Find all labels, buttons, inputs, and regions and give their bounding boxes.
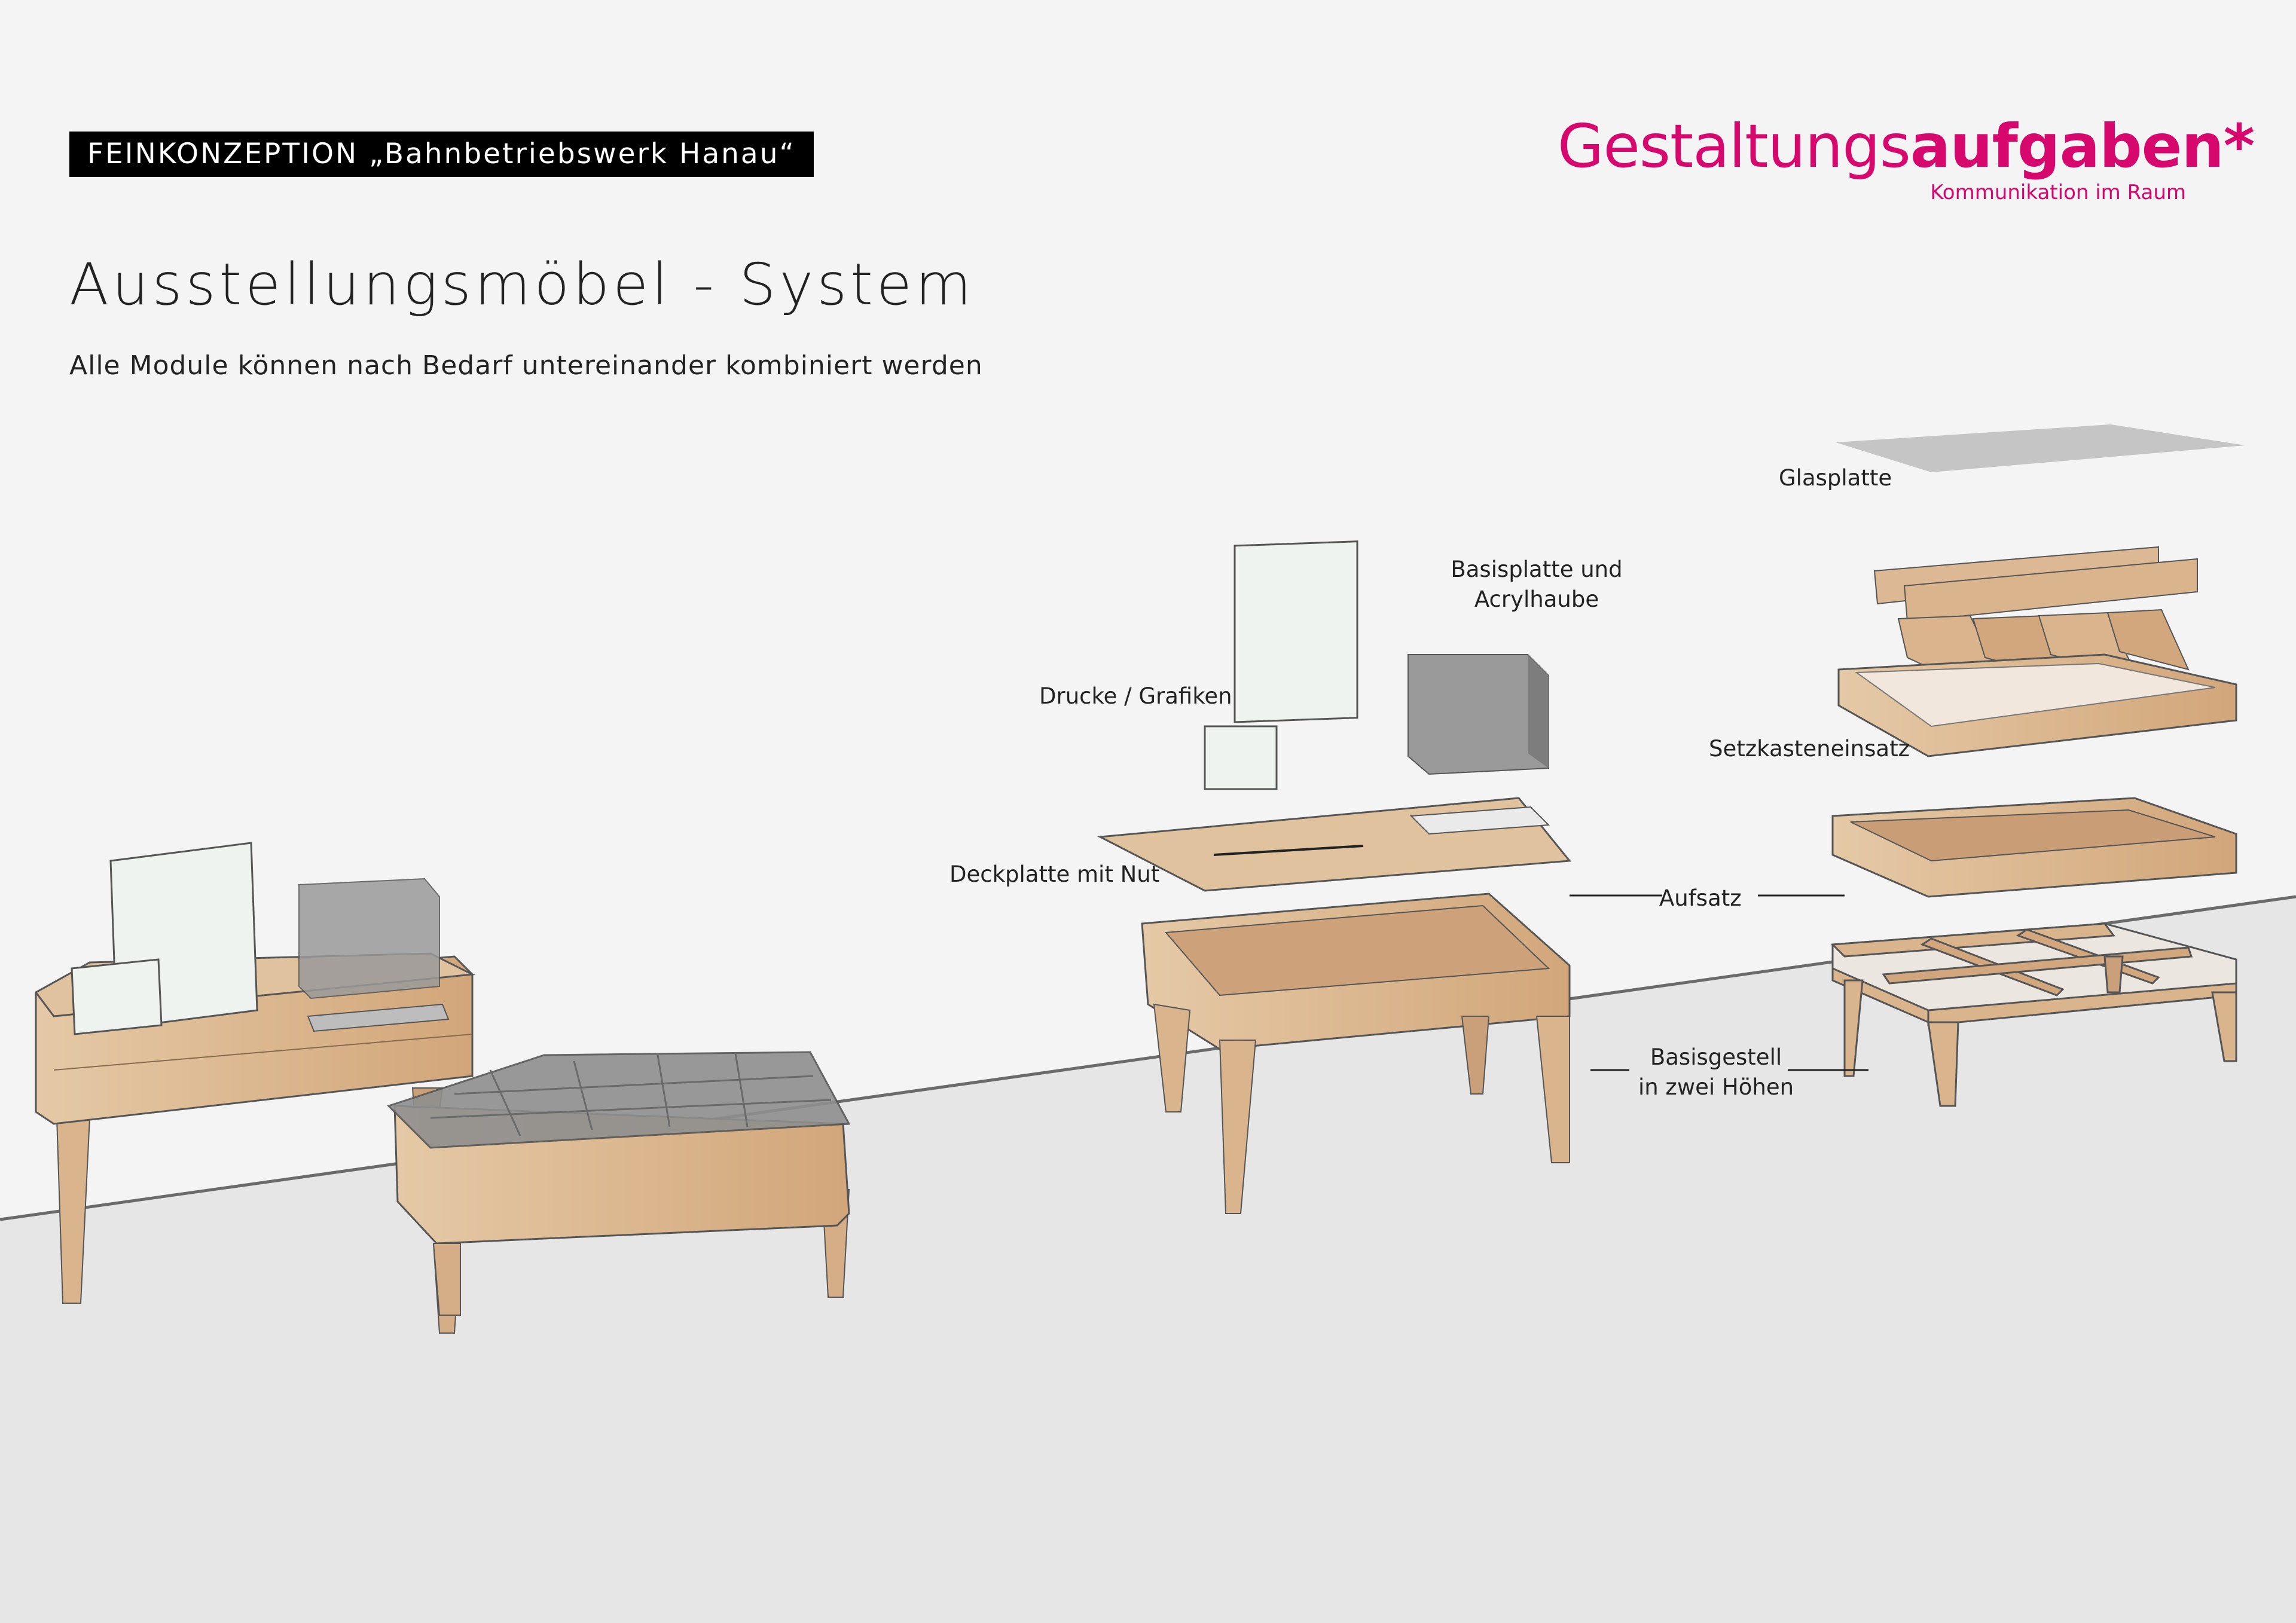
label-basisgestell-line2: in zwei Höhen bbox=[1626, 1072, 1806, 1102]
glass-plate bbox=[1836, 424, 2245, 472]
brand-logo: Gestaltungsaufgaben* Kommunikation im Ra… bbox=[1558, 114, 2254, 179]
label-basisgestell-line1: Basisgestell bbox=[1626, 1043, 1806, 1072]
label-glasplatte: Glasplatte bbox=[1779, 463, 1892, 493]
concept-tagline: FEINKONZEPTION „Bahnbetriebswerk Hanau“ bbox=[69, 132, 814, 177]
label-basisgestell: Basisgestell in zwei Höhen bbox=[1626, 1043, 1806, 1102]
label-basisplatte: Basisplatte und Acrylhaube bbox=[1441, 555, 1632, 615]
page-subtitle: Alle Module können nach Bedarf untereina… bbox=[69, 350, 983, 381]
label-basisplatte-line2: Acrylhaube bbox=[1441, 585, 1632, 615]
label-deckplatte: Deckplatte mit Nut bbox=[949, 860, 1159, 890]
label-aufsatz: Aufsatz bbox=[1659, 884, 1742, 913]
label-setzkasten: Setzkasteneinsatz bbox=[1709, 734, 1910, 764]
page-title: Ausstellungsmöbel - System bbox=[69, 251, 975, 318]
label-drucke: Drucke / Grafiken bbox=[1039, 681, 1232, 711]
brand-tagline: Kommunikation im Raum bbox=[1930, 181, 2186, 204]
brand-name-bold: aufgaben* bbox=[1910, 111, 2254, 181]
brand-name-regular: Gestaltungs bbox=[1558, 111, 1910, 181]
label-basisplatte-line1: Basisplatte und bbox=[1441, 555, 1632, 585]
brand-name: Gestaltungsaufgaben* bbox=[1558, 114, 2254, 179]
